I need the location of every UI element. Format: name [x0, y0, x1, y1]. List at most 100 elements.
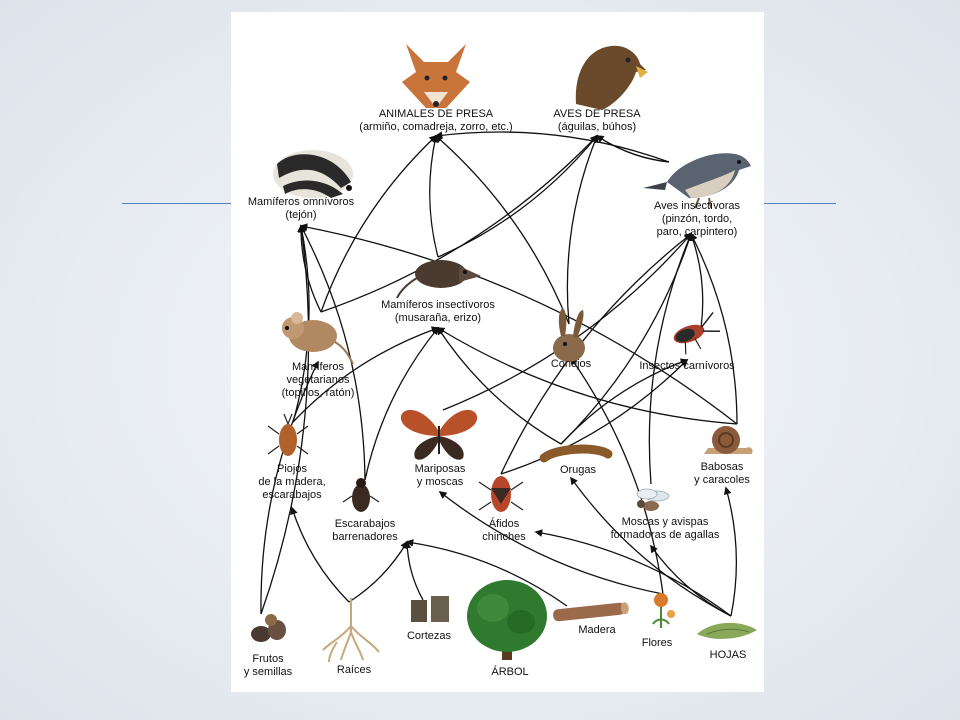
fox-illustration [402, 44, 470, 108]
woodlouse-illustration [267, 413, 309, 456]
arrow-moscas-avispas-to-aves-insectivoras [648, 232, 693, 485]
node-label-line: Cortezas [406, 630, 452, 642]
node-label-line: Mamíferos omnívoros [247, 196, 355, 208]
snail-illustration [704, 426, 753, 454]
food-web-diagram: ANIMALES DE PRESA(armiño, comadreja, zor… [231, 12, 764, 692]
node-label-arbol: ÁRBOL [491, 666, 528, 679]
arrow-cortezas-to-escarabajos-barrenadores [403, 540, 424, 601]
shrew-illustration [396, 260, 481, 299]
badger-illustration [273, 150, 353, 198]
leaves-illustration [697, 622, 757, 639]
tree-illustration [467, 580, 547, 660]
arrow-aves-insectivoras-to-animales-presa [434, 131, 670, 163]
node-label-line: formadoras de agallas [610, 529, 720, 541]
node-label-line: escarabajos [262, 489, 322, 501]
slide-rule-right [764, 203, 836, 204]
arrow-babosas-to-mamiferos-omnivoros [299, 223, 738, 425]
node-label-line: Orugas [559, 464, 597, 476]
arrow-escarabajos-barrenadores-to-mamiferos-omnivoros [300, 224, 366, 481]
node-label-line: Madera [578, 624, 616, 636]
node-label-line: ANIMALES DE PRESA [378, 108, 494, 120]
roots-illustration [322, 598, 380, 663]
node-label-line: Mamíferos [292, 361, 344, 373]
seeds-illustration [251, 614, 286, 642]
caterpillar-illustration [539, 444, 613, 463]
arrow-conejos-to-aves-presa [566, 134, 599, 325]
node-label-line: y caracoles [694, 474, 750, 486]
flowers-illustration [652, 593, 675, 628]
node-label-mamiferos-insectivoros: Mamíferos insectívoros(musaraña, erizo) [381, 299, 495, 325]
node-label-line: ÁRBOL [491, 666, 529, 678]
node-label-line: chinches [482, 531, 526, 543]
bark-illustration [411, 596, 449, 622]
arrow-hojas-to-afidos [534, 529, 732, 617]
node-label-line: (armiño, comadreja, zorro, etc.) [359, 121, 513, 133]
arrow-madera-to-escarabajos-barrenadores [405, 539, 568, 607]
node-label-line: Frutos [252, 653, 284, 665]
node-label-line: Moscas y avispas [621, 516, 709, 528]
node-label-flores: Flores [642, 637, 673, 650]
arrow-escarabajos-barrenadores-to-mamiferos-insectivoros [364, 326, 439, 481]
node-label-line: Áfidos [488, 518, 520, 530]
node-label-line: Insectos carnívoros [639, 360, 735, 372]
arrow-babosas-to-mamiferos-insectivoros [436, 327, 738, 425]
arrow-babosas-to-aves-insectivoras [690, 232, 738, 425]
node-label-line: (tejón) [285, 209, 317, 221]
node-label-conejos: Conejos [551, 358, 591, 371]
node-label-line: Piojos [277, 463, 307, 475]
butterfly-illustration [400, 409, 478, 460]
arrow-conejos-to-animales-presa [434, 134, 570, 325]
node-label-hojas: HOJAS [710, 649, 747, 662]
slide-rule-left [122, 203, 232, 204]
arrow-piojos-to-mamiferos-insectivoros [292, 326, 440, 423]
node-label-aves-insectivoras: Aves insectívoras(pinzón, tordo,paro, ca… [654, 200, 740, 239]
node-label-line: (musaraña, erizo) [394, 312, 482, 324]
arrow-orugas-to-insectos-carnivoros [560, 358, 689, 445]
node-label-line: paro, carpintero) [656, 226, 738, 238]
arrow-raices-to-escarabajos-barrenadores [348, 540, 408, 603]
node-label-raices: Raíces [337, 664, 371, 677]
node-label-aves-presa: AVES DE PRESA(águilas, búhos) [553, 108, 640, 134]
finch-illustration [643, 153, 751, 209]
node-label-insectos-carnivoros: Insectos carnívoros [639, 360, 734, 373]
arrow-frutos-to-mamiferos-vegetarianos [260, 360, 319, 615]
arrow-mamiferos-vegetarianos-to-aves-presa [320, 134, 599, 313]
node-label-mamiferos-omnivoros: Mamíferos omnívoros(tejón) [248, 196, 354, 222]
borer-beetle-illustration [342, 478, 380, 512]
arrow-hojas-to-babosas [723, 486, 738, 617]
arrow-hojas-to-moscas-avispas [650, 544, 732, 617]
arrow-raices-to-piojos [290, 506, 350, 603]
arrow-layer [260, 131, 738, 617]
node-label-line: barrenadores [332, 531, 398, 543]
arrow-aves-insectivoras-to-aves-presa [595, 135, 670, 163]
node-label-line: y semillas [243, 666, 293, 678]
aphid-bug-illustration [478, 476, 524, 512]
illustration-layer [251, 44, 757, 663]
arrow-insectos-carnivoros-to-aves-insectivoras [689, 232, 704, 329]
arrow-afidos-to-insectos-carnivoros [500, 358, 689, 475]
rabbit-illustration [553, 308, 585, 362]
mouse-illustration [282, 312, 354, 365]
node-label-line: AVES DE PRESA [553, 108, 641, 120]
wood-illustration [553, 602, 629, 622]
node-label-madera: Madera [578, 624, 615, 637]
node-label-line: de la madera, [258, 476, 326, 488]
arrow-flores-to-conejos [570, 356, 664, 595]
arrow-orugas-to-mamiferos-insectivoros [437, 326, 562, 445]
node-label-orugas: Orugas [560, 464, 596, 477]
node-label-line: HOJAS [709, 649, 747, 661]
node-label-line: Conejos [550, 358, 592, 370]
node-label-line: Babosas [700, 461, 744, 473]
node-label-line: (águilas, búhos) [557, 121, 637, 133]
node-label-line: (topillos, ratón) [281, 387, 355, 399]
arrow-mamiferos-insectivoros-to-animales-presa [429, 134, 439, 258]
node-label-line: Mamíferos insectívoros [381, 299, 495, 311]
node-label-cortezas: Cortezas [407, 630, 451, 643]
eagle-illustration [575, 45, 648, 110]
node-label-line: (pinzón, tordo, [661, 213, 733, 225]
